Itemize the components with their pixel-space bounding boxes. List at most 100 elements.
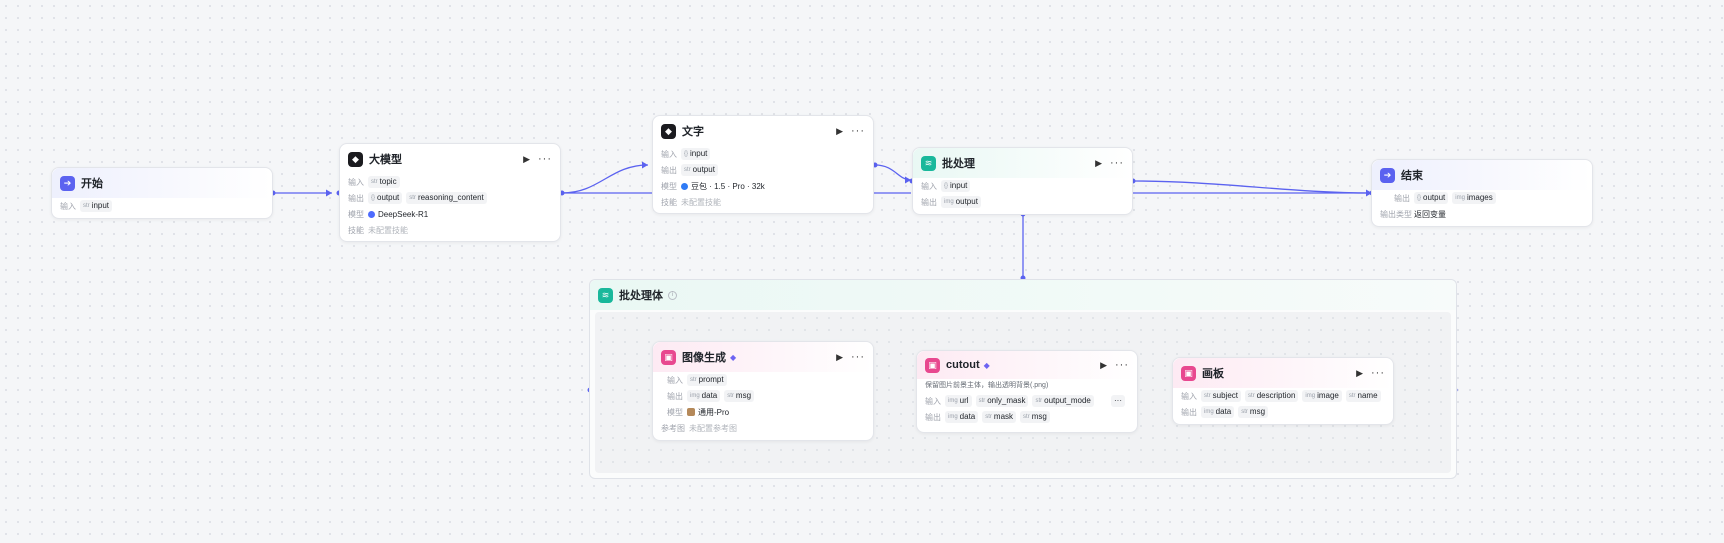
input-var: {}input — [941, 180, 971, 192]
output-var: {}output — [1414, 192, 1449, 204]
node-description: 保留图片前景主体，输出透明背景(.png) — [925, 382, 1049, 389]
node-title: 文字 — [682, 126, 704, 138]
llm-icon: ◆ — [348, 151, 363, 167]
model-name: 豆包 · 1.5 · Pro · 32k — [691, 181, 765, 191]
premium-gem-icon: ◆ — [730, 352, 737, 362]
edge-batch-end-1 — [1132, 180, 1373, 194]
skill-label: 技能 — [348, 225, 364, 235]
node-title: 批处理 — [942, 158, 975, 170]
run-icon[interactable]: ▶ — [1095, 157, 1102, 168]
model-label: 模型 — [661, 181, 677, 191]
skill-label: 技能 — [661, 197, 677, 207]
output-type-value: 返回变量 — [1414, 209, 1446, 219]
output-label: 输出 — [1181, 407, 1197, 417]
output-label: 输出 — [1394, 193, 1410, 203]
output-var: {}output — [368, 192, 403, 204]
group-title: 批处理体 — [619, 290, 663, 302]
skill-value: 未配置技能 — [368, 225, 408, 235]
input-label: 输入 — [925, 396, 941, 406]
input-label: 输入 — [1181, 391, 1197, 401]
run-icon[interactable]: ▶ — [836, 125, 843, 136]
more-icon[interactable]: ··· — [1110, 157, 1124, 169]
input-var: {}input — [681, 148, 711, 160]
canvas-icon: ▣ — [1181, 365, 1196, 381]
output-label: 输出 — [667, 391, 683, 401]
more-icon[interactable]: ··· — [851, 351, 865, 363]
batch-icon: ≋ — [921, 155, 936, 171]
run-icon[interactable]: ▶ — [1356, 367, 1363, 378]
model-label: 模型 — [667, 407, 683, 417]
model-name: 通用-Pro — [698, 407, 730, 417]
run-icon[interactable]: ▶ — [1100, 359, 1107, 370]
ref-label: 参考图 — [661, 423, 685, 433]
edge-llm-text — [561, 164, 649, 194]
end-icon: ➔ — [1380, 167, 1395, 183]
more-icon[interactable]: ··· — [1371, 367, 1385, 379]
output-label: 输出 — [661, 165, 677, 175]
output-label: 输出 — [348, 193, 364, 203]
input-label: 输入 — [921, 181, 937, 191]
info-icon[interactable]: i — [668, 290, 677, 300]
run-icon[interactable]: ▶ — [836, 351, 843, 362]
doubao-icon — [681, 182, 688, 190]
batch-body-icon: ≋ — [598, 287, 613, 303]
premium-gem-icon: ◆ — [983, 360, 990, 370]
node-title: 大模型 — [369, 154, 402, 166]
input-label: 输入 — [667, 375, 683, 385]
model-label: 模型 — [348, 209, 364, 219]
output-type-label: 输出类型 — [1380, 209, 1412, 219]
node-title: 图像生成 — [682, 352, 726, 364]
skill-value: 未配置技能 — [681, 197, 721, 207]
output-label: 输出 — [921, 197, 937, 207]
node-title: 开始 — [81, 178, 103, 190]
node-title: 结束 — [1401, 170, 1423, 182]
cutout-icon: ▣ — [925, 357, 940, 373]
more-icon[interactable]: ··· — [538, 153, 552, 165]
start-icon: ➔ — [60, 175, 75, 191]
model-thumb-icon — [687, 408, 695, 416]
output-label: 输出 — [925, 412, 941, 422]
node-title: 画板 — [1202, 368, 1224, 380]
model-name: DeepSeek-R1 — [378, 209, 429, 219]
more-icon[interactable]: ··· — [1115, 359, 1129, 371]
input-label: 输入 — [661, 149, 677, 159]
text-icon: ◆ — [661, 123, 676, 139]
more-inputs-icon[interactable]: ··· — [1111, 395, 1125, 407]
image-icon: ▣ — [661, 349, 676, 365]
run-icon[interactable]: ▶ — [523, 153, 530, 164]
input-label: 输入 — [60, 201, 76, 211]
deepseek-icon — [368, 210, 375, 218]
node-title: cutout — [946, 359, 980, 371]
input-label: 输入 — [348, 177, 364, 187]
more-icon[interactable]: ··· — [851, 125, 865, 137]
cutout-node[interactable]: ▣ cutout ◆ ▶ ··· 保留图片前景主体，输出透明背景(.png) 输… — [916, 350, 1138, 433]
ref-value: 未配置参考图 — [689, 423, 737, 433]
